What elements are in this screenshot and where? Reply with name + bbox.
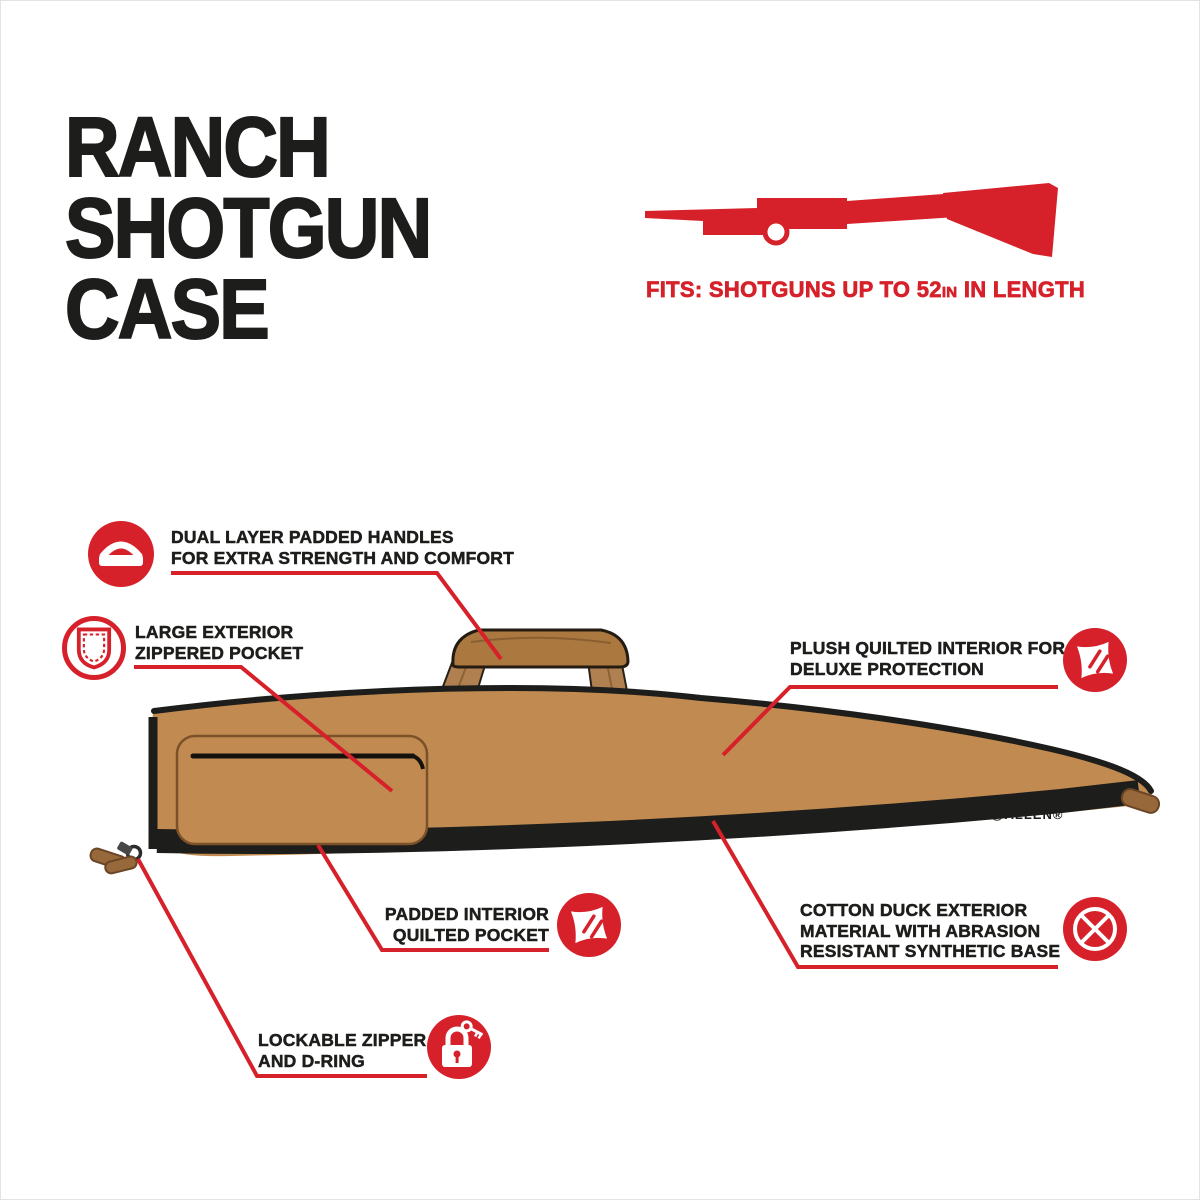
connector-cotton-duck <box>711 819 1058 969</box>
pillow-icon <box>1063 628 1127 692</box>
callout-handles-line2: FOR EXTRA STRENGTH AND COMFORT <box>171 547 515 568</box>
callout-exterior-pocket: LARGE EXTERIOR ZIPPERED POCKET <box>135 622 304 663</box>
pillow-icon <box>557 893 621 957</box>
callout-plush-interior: PLUSH QUILTED INTERIOR FOR DELUXE PROTEC… <box>790 638 1065 679</box>
connector-plush-interior <box>721 685 1058 757</box>
callout-cotton-line2: MATERIAL WITH ABRASION <box>800 920 1041 941</box>
pocket-icon <box>62 616 126 680</box>
hang-tab <box>1120 788 1161 814</box>
connector-padded-pocket <box>316 843 549 952</box>
callout-padded-line2: QUILTED POCKET <box>392 924 549 945</box>
trigger-guard-ring <box>762 218 790 246</box>
carry-handle-grip <box>451 628 630 669</box>
callout-handles-line1: DUAL LAYER PADDED HANDLES <box>171 527 454 547</box>
callout-padded-pocket: PADDED INTERIOR QUILTED POCKET <box>361 904 549 945</box>
exterior-pocket <box>175 734 429 846</box>
zipper-pull-tab-lower <box>104 855 138 875</box>
fits-spec: FITS: SHOTGUNS UP TO 52IN IN LENGTH <box>646 277 1085 303</box>
callout-lock-line2: AND D-RING <box>258 1050 365 1071</box>
handle-icon <box>88 521 154 587</box>
fits-spec-prefix: FITS: SHOTGUNS UP TO 52 <box>646 277 942 303</box>
callout-cotton-line1: COTTON DUCK EXTERIOR <box>800 900 1028 920</box>
pocket-zipper-pull <box>412 754 425 770</box>
connector-exterior-pocket <box>134 665 394 793</box>
product-title-line3: CASE <box>64 262 270 356</box>
callout-plush-line1: PLUSH QUILTED INTERIOR FOR <box>790 638 1066 658</box>
fits-spec-suffix: IN LENGTH <box>957 277 1086 303</box>
callout-exterior-pocket-line1: LARGE EXTERIOR <box>135 622 294 642</box>
callout-padded-line1: PADDED INTERIOR <box>384 904 549 924</box>
product-title-line1: RANCH <box>64 100 332 194</box>
callout-dual-layer-handles: DUAL LAYER PADDED HANDLES FOR EXTRA STRE… <box>171 527 514 568</box>
case-top-piping <box>151 684 1154 794</box>
callout-cotton-line3: RESISTANT SYNTHETIC BASE <box>800 941 1061 961</box>
callout-cotton-duck: COTTON DUCK EXTERIOR MATERIAL WITH ABRAS… <box>800 900 1061 962</box>
fits-spec-unit: IN <box>941 284 958 302</box>
connector-handles <box>171 571 503 661</box>
connector-lockable-zipper <box>136 858 427 1078</box>
callout-lockable-zipper: LOCKABLE ZIPPER AND D-RING <box>258 1030 427 1071</box>
zipper-slider <box>117 841 133 856</box>
shotgun-silhouette-icon <box>645 183 1058 257</box>
callout-plush-line2: DELUXE PROTECTION <box>790 658 984 679</box>
brand-logo: ⒶALLEN® <box>990 807 1064 822</box>
product-title: RANCH SHOTGUN CASE <box>64 100 433 356</box>
lock-icon <box>427 1015 491 1079</box>
callout-lock-line1: LOCKABLE ZIPPER <box>258 1030 427 1050</box>
callout-exterior-pocket-line2: ZIPPERED POCKET <box>135 642 304 663</box>
weave-icon <box>1063 897 1127 961</box>
product-title-line2: SHOTGUN <box>64 181 433 275</box>
